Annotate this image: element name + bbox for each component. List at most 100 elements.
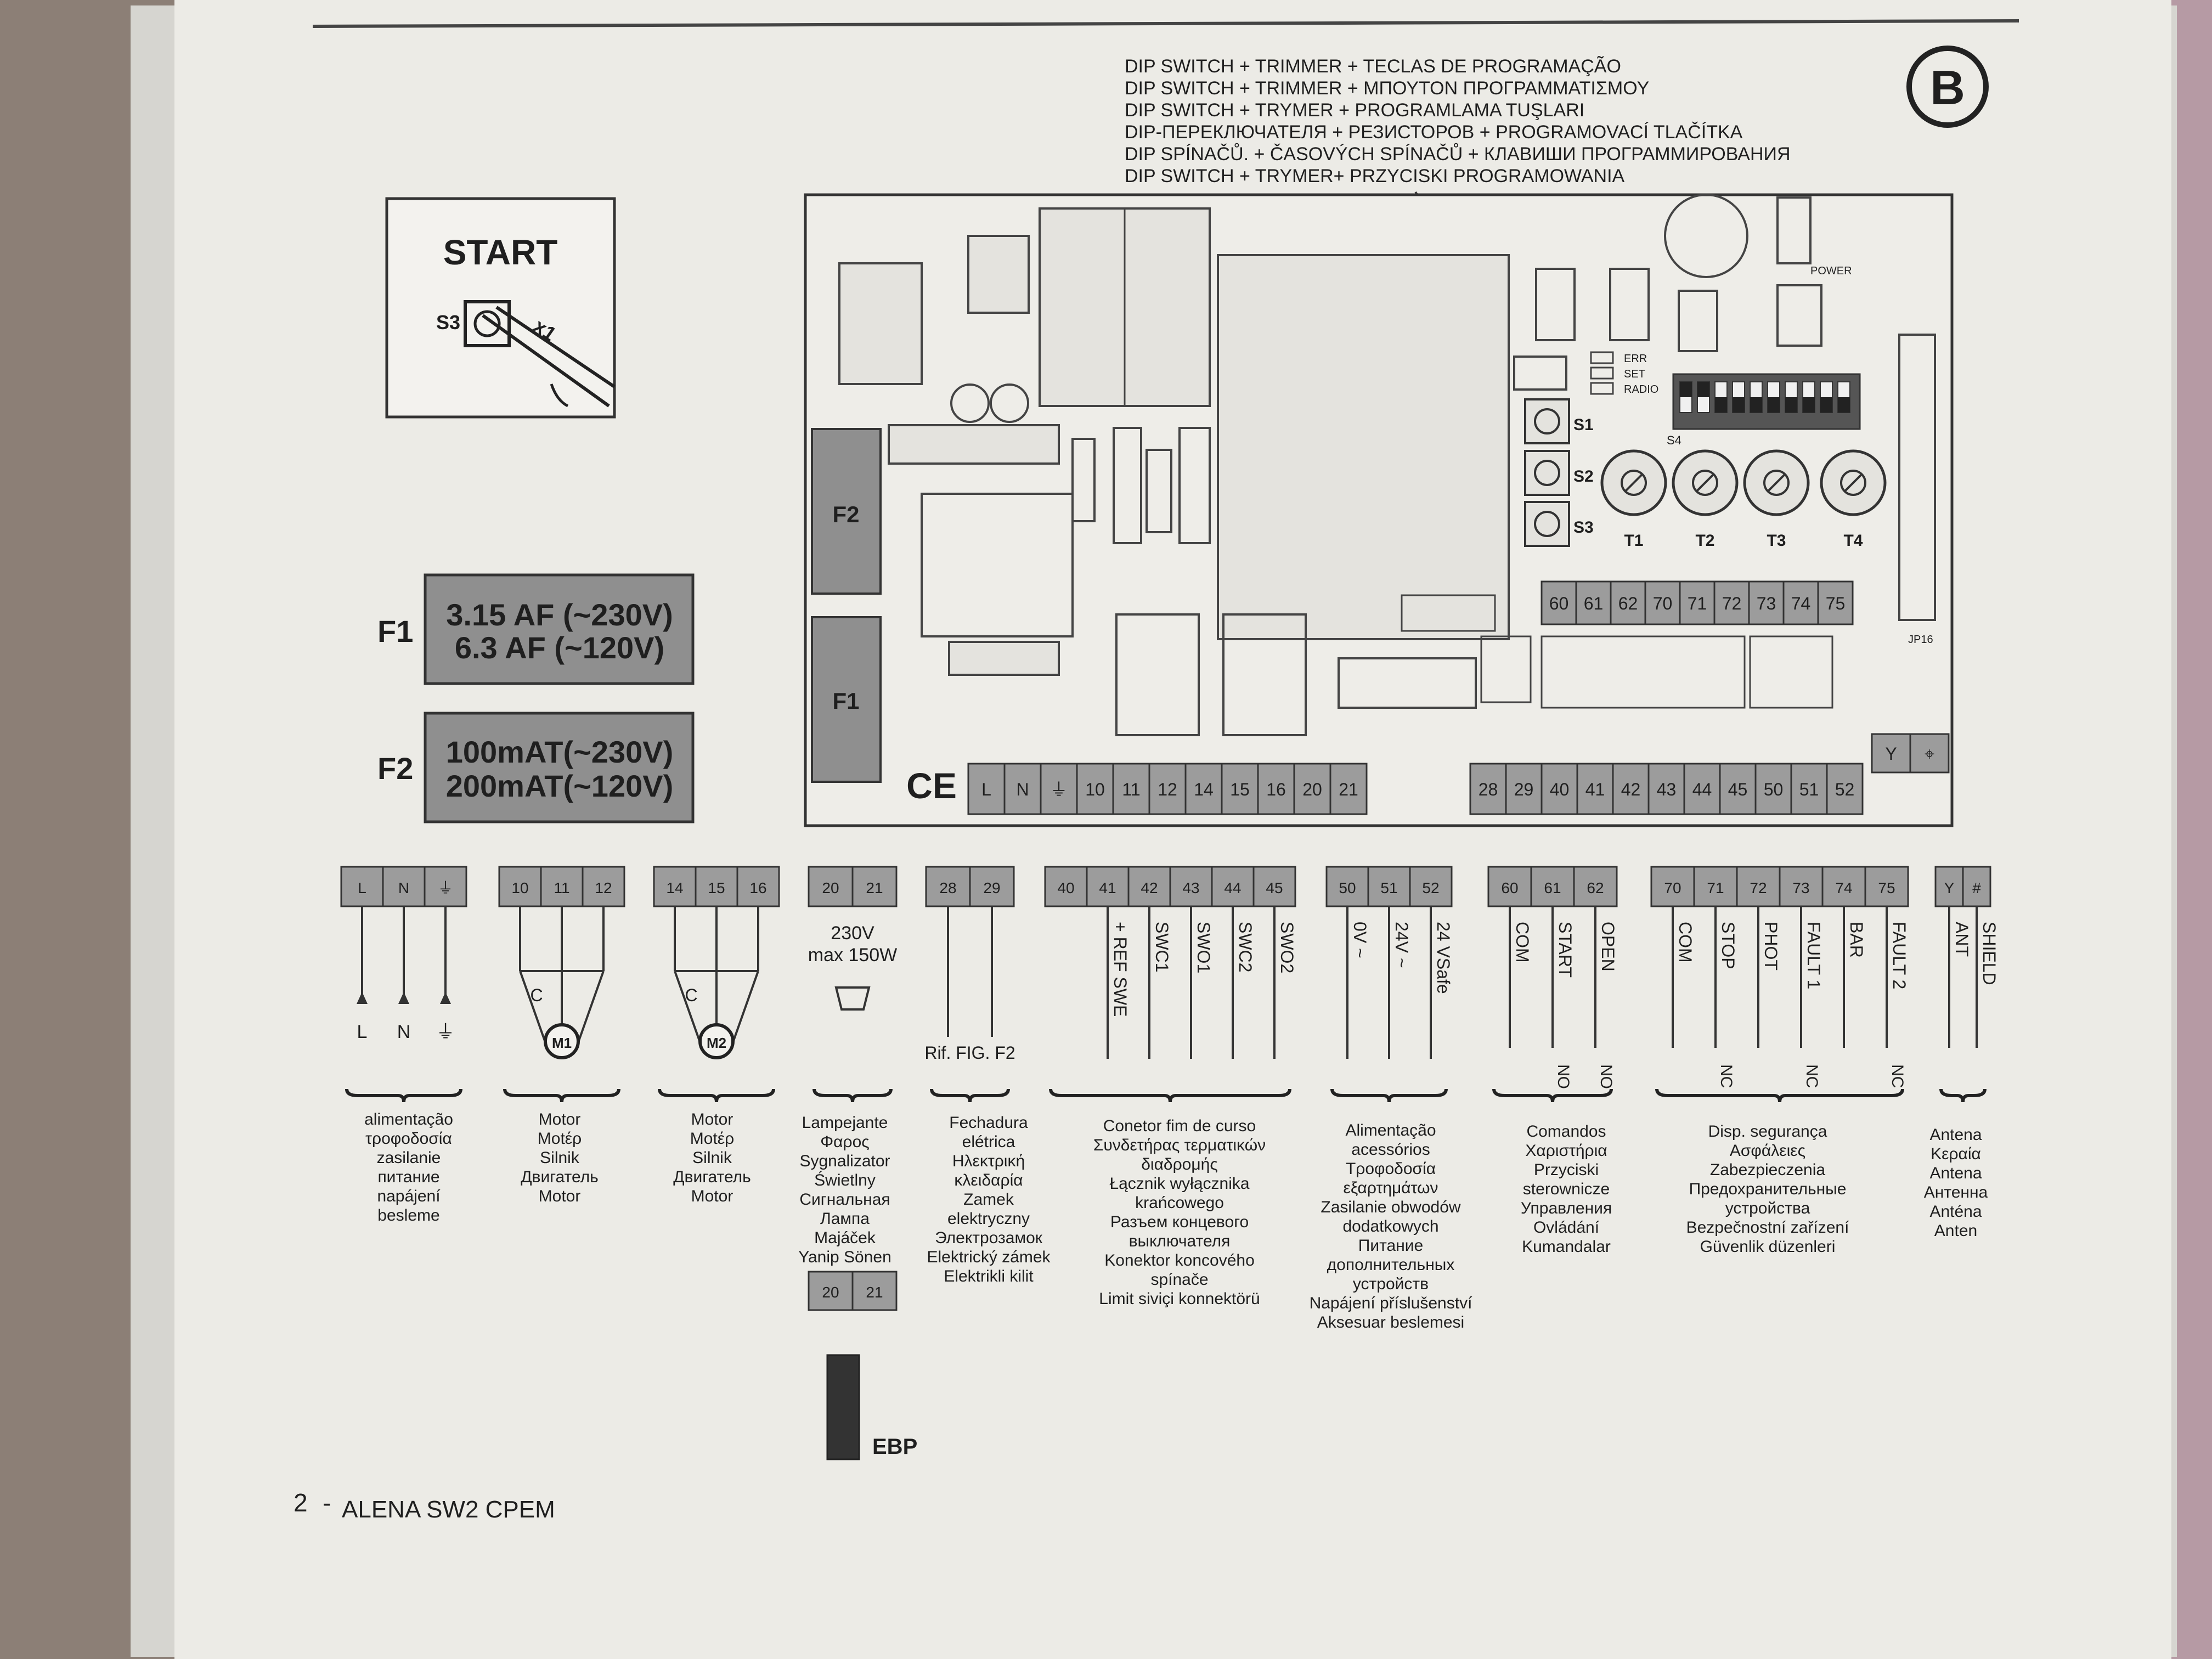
group-brace <box>1492 1088 1613 1103</box>
caption-line: Sygnalizator <box>799 1152 890 1170</box>
caption-line: Przyciski <box>1534 1161 1599 1179</box>
fuse-legend-f1: F1 3.15 AF (~230V) 6.3 AF (~120V) <box>377 573 695 685</box>
terminal-5 <box>1112 763 1150 815</box>
board-fuse-label: F2 <box>832 501 859 527</box>
board-button-s3[interactable] <box>1524 501 1570 547</box>
wiring-terminal <box>1211 866 1255 907</box>
terminal-10 <box>1790 763 1828 815</box>
dip-key-lever <box>1803 397 1815 413</box>
terminal-label: 50 <box>1764 780 1784 799</box>
push-button-icon <box>1534 511 1560 537</box>
power-label: POWER <box>1810 265 1852 277</box>
wiring-terminal-label: 11 <box>554 879 569 896</box>
terminal-label: 61 <box>1584 594 1604 613</box>
wiring-terminal-label: 75 <box>1878 879 1895 896</box>
wiring-terminal-label: 42 <box>1141 879 1158 896</box>
board-button-label: S2 <box>1573 467 1594 486</box>
capacitor-label: C <box>685 985 697 1005</box>
caption-line: alimentação <box>364 1110 453 1128</box>
arrow-icon <box>398 992 409 1004</box>
wiring-terminal <box>1169 866 1213 907</box>
motor-icon <box>544 1023 580 1059</box>
group-brace <box>1655 1088 1904 1103</box>
dip-key-lever <box>1820 397 1832 413</box>
wire-label: SWC2 <box>1235 922 1255 972</box>
terminal-label: 40 <box>1550 780 1570 799</box>
caption-line: Zabezpieczenia <box>1710 1161 1825 1179</box>
caption-line: Świetlny <box>814 1171 876 1189</box>
wiring-terminal <box>1127 866 1171 907</box>
fuse-rating: 3.15 AF (~230V) <box>446 597 673 632</box>
header-line: DIP-ПЕРЕКЛЮЧАТЕЛЯ + РЕЗИСТОРОВ + PROGRAM… <box>1125 122 1743 143</box>
trimmer-dial-icon <box>1621 470 1647 496</box>
caption-line: besleme <box>377 1206 439 1224</box>
terminal-label: 43 <box>1657 780 1677 799</box>
caption-line: Ovládání <box>1533 1218 1600 1237</box>
header-lines: DIP SWITCH + TRIMMER + TECLAS DE PROGRAM… <box>1125 56 1791 187</box>
ebp-terminal <box>808 1271 854 1311</box>
dip-key-lever <box>1768 397 1780 413</box>
page-label-badge: B <box>1906 46 1989 128</box>
ebp-label: EBP <box>872 1435 917 1459</box>
caption-line: zasilanie <box>377 1149 441 1167</box>
wire-label: L <box>357 1022 368 1042</box>
wire-label: + REF SWE <box>1110 922 1130 1017</box>
connector-strip <box>1898 334 1936 621</box>
wire-label: FAULT 2 <box>1889 922 1909 989</box>
ebp-device-icon <box>826 1354 860 1460</box>
caption-line: Lampejante <box>802 1114 888 1132</box>
terminal-label: 16 <box>1266 780 1286 799</box>
trimmer-dial-icon <box>1692 470 1718 496</box>
caption-line: Napájení příslušenství <box>1310 1294 1472 1312</box>
caption-line: Zasilanie obwodów <box>1321 1198 1460 1216</box>
arrow-icon <box>357 992 368 1004</box>
caption-line: Silnik <box>540 1149 580 1167</box>
terminal-label: 60 <box>1549 594 1569 613</box>
wiring-terminal-label: 50 <box>1339 879 1356 896</box>
caption-line: Τροφοδοσία <box>1346 1160 1436 1178</box>
wire-label: SHIELD <box>1979 922 1999 985</box>
wire-label: ANT <box>1952 922 1972 957</box>
wire-label: OPEN <box>1598 922 1618 972</box>
contact-label: NC <box>1803 1064 1821 1088</box>
caption-line: elétrica <box>962 1133 1015 1151</box>
terminal-label: N <box>1016 780 1029 799</box>
wire-label: N <box>397 1022 411 1042</box>
ebp-terminal-label: 21 <box>866 1284 883 1301</box>
terminal-11 <box>1826 763 1864 815</box>
terminal-label: 72 <box>1722 594 1742 613</box>
dip-key-lever <box>1715 397 1727 413</box>
terminal-label: 62 <box>1618 594 1638 613</box>
wiring-terminal-label: 29 <box>983 879 1000 896</box>
fuse-rating: 100mAT(~230V) <box>446 735 674 769</box>
wiring-terminal-label: 10 <box>511 879 528 896</box>
terminal-label: 10 <box>1085 780 1105 799</box>
terminal-label: 21 <box>1339 780 1358 799</box>
group-brace <box>345 1088 462 1103</box>
wiring-terminal-label: 73 <box>1792 879 1809 896</box>
board-button-s1[interactable] <box>1524 398 1570 444</box>
group-brace <box>930 1088 1010 1103</box>
wiring-terminal-label: 74 <box>1835 879 1852 896</box>
wire-label: SWO2 <box>1277 922 1297 973</box>
caption-line: Motor <box>539 1110 581 1128</box>
caption-line: Güvenlik düzenleri <box>1700 1238 1836 1256</box>
wiring-terminal-label: 40 <box>1057 879 1074 896</box>
trimmer-dial-icon <box>1840 470 1866 496</box>
wire-label: STOP <box>1718 922 1738 969</box>
terminal-label: ⌖ <box>1925 744 1934 764</box>
terminal-label: 74 <box>1791 594 1811 613</box>
header-line: DIP SWITCH + TRIMMER + ΜΠΟΥΤΟΝ ΠΡΟΓΡΑΜΜΑ… <box>1125 78 1649 99</box>
led-label: SET <box>1624 368 1645 380</box>
wiring-terminal-label: N <box>398 879 409 896</box>
board-button-s2[interactable] <box>1524 450 1570 496</box>
terminal-11 <box>1329 763 1368 815</box>
terminal-5 <box>1679 580 1716 625</box>
trimmer-label: T1 <box>1624 532 1643 550</box>
